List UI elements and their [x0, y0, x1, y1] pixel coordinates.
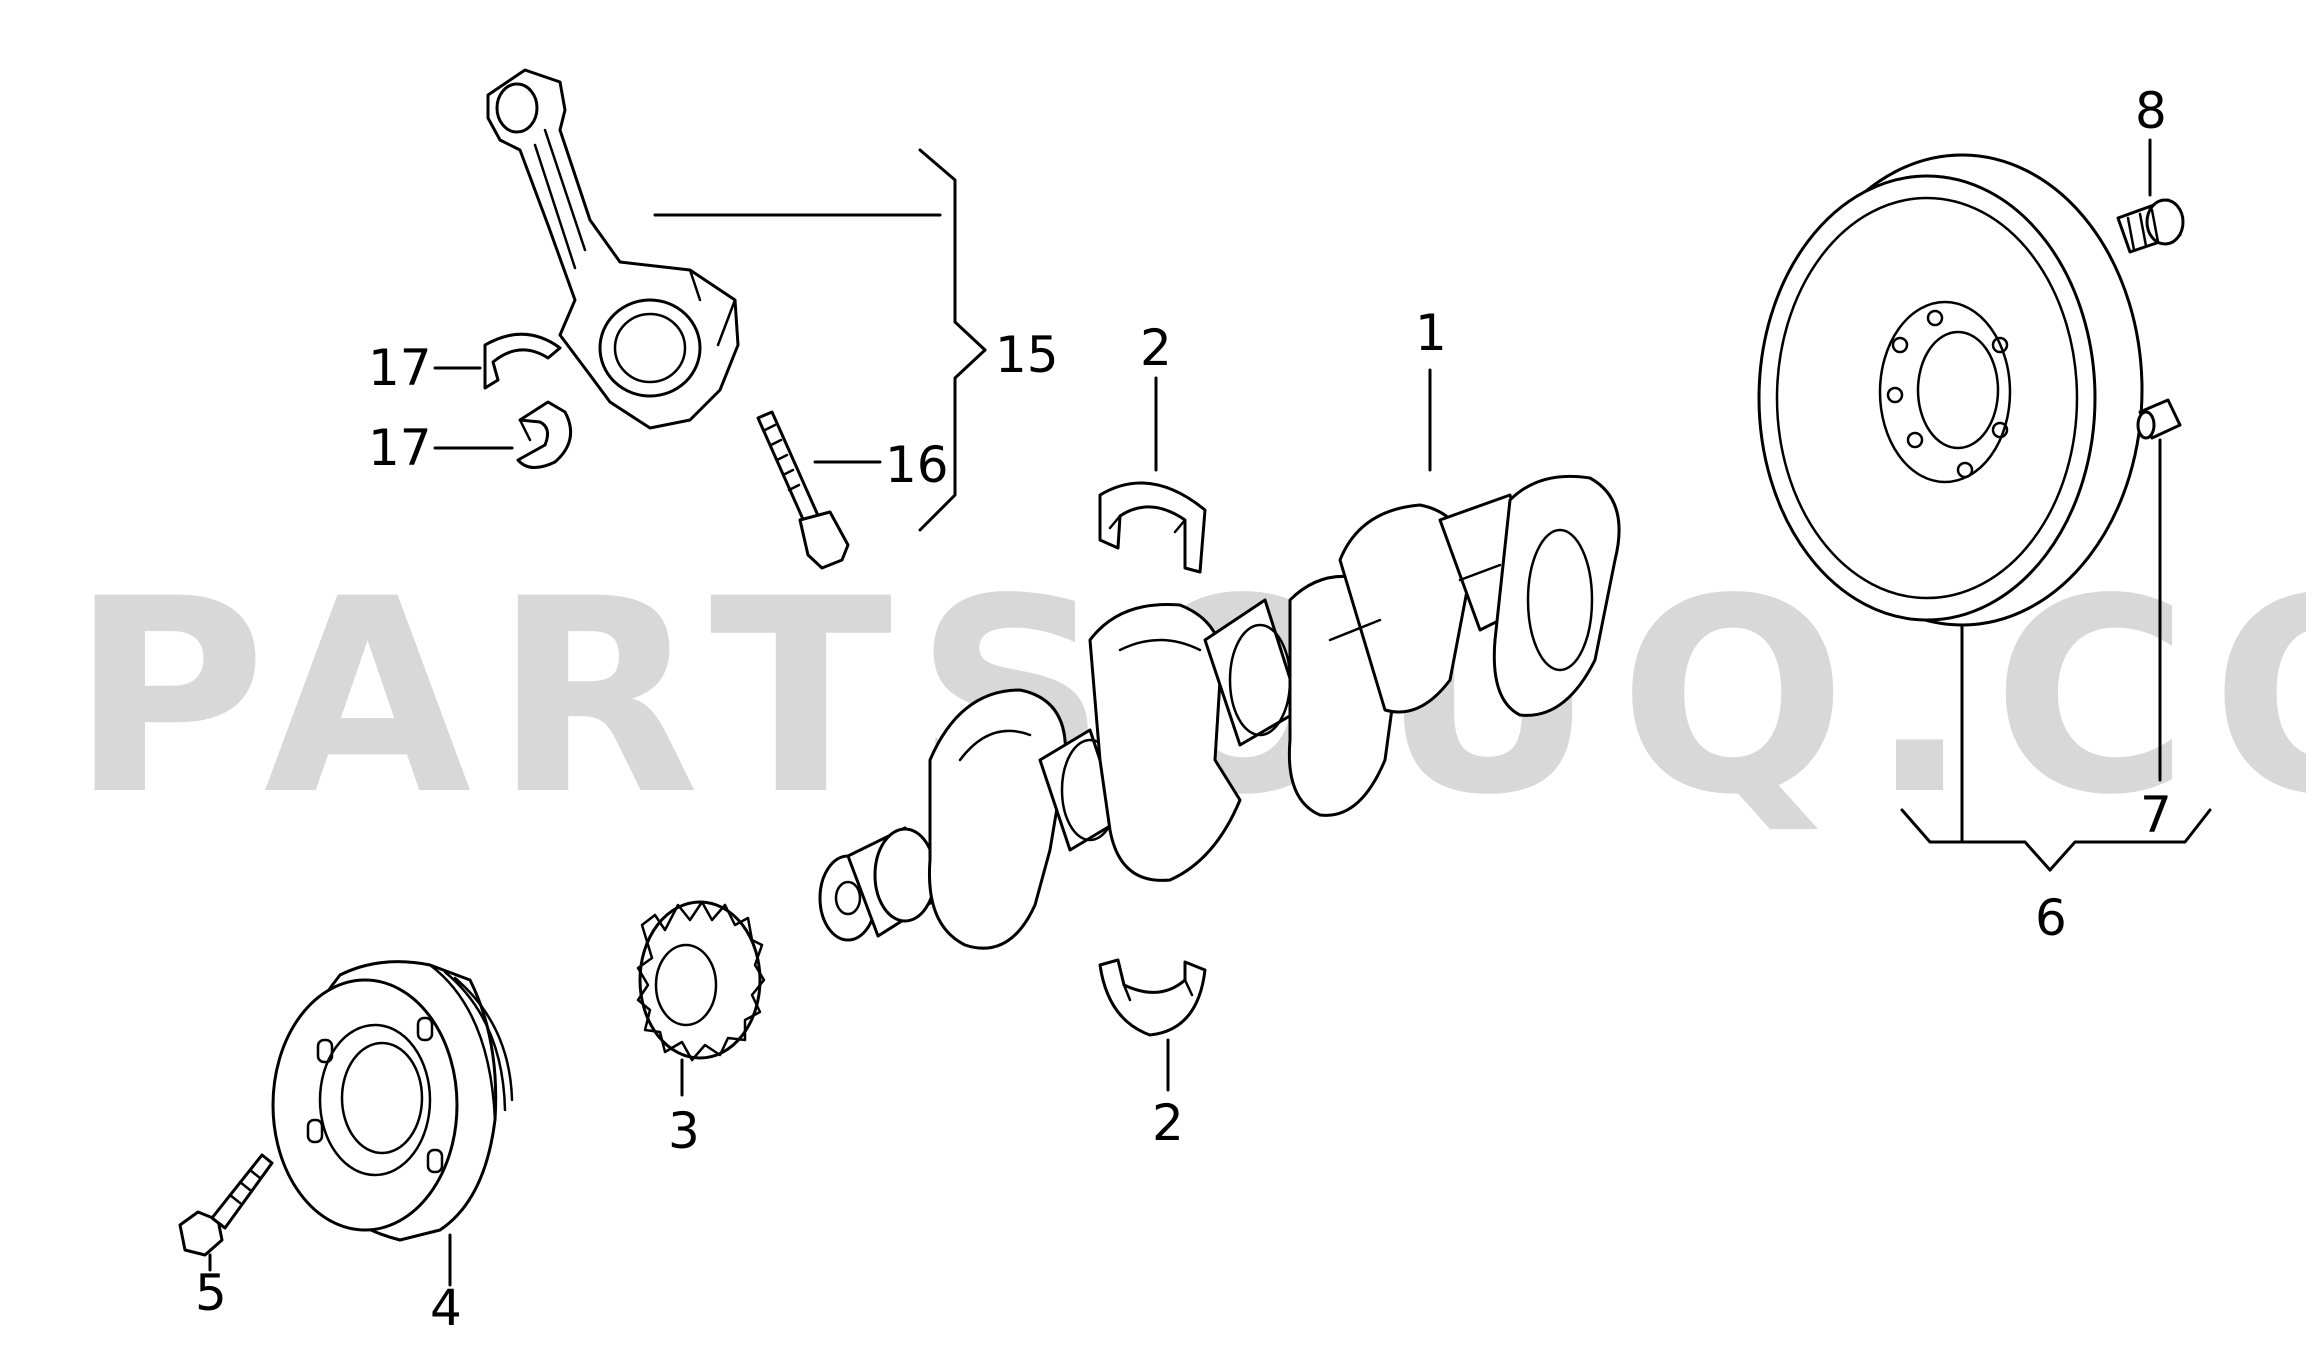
- callout-15: 15: [995, 326, 1059, 384]
- crankshaft-pulley[interactable]: [271, 960, 514, 1242]
- rod-bearing-shell-lower[interactable]: [516, 400, 573, 469]
- main-bearing-shell-upper[interactable]: [1098, 481, 1207, 574]
- crankshaft-timing-gear[interactable]: [636, 900, 766, 1062]
- callout-4: 4: [430, 1279, 462, 1337]
- crankshaft[interactable]: [818, 474, 1621, 950]
- callout-8: 8: [2135, 82, 2167, 140]
- callout-17-bottom: 17: [368, 419, 432, 477]
- callout-17-top: 17: [368, 339, 432, 397]
- dowel-pin[interactable]: [2136, 398, 2182, 440]
- rod-bearing-shell-upper[interactable]: [483, 332, 562, 390]
- main-bearing-shell-lower[interactable]: [1098, 958, 1207, 1037]
- callout-3: 3: [668, 1102, 700, 1160]
- connecting-rod[interactable]: [486, 68, 740, 430]
- callout-5: 5: [195, 1264, 227, 1322]
- leader-lines: [208, 138, 2212, 1287]
- callout-6: 6: [2035, 889, 2067, 947]
- pulley-bolt[interactable]: [178, 1153, 274, 1257]
- callout-16: 16: [885, 436, 949, 494]
- callout-2-bottom: 2: [1152, 1094, 1184, 1152]
- flywheel[interactable]: [1757, 153, 2144, 627]
- connecting-rod-bolt[interactable]: [756, 410, 850, 570]
- callout-7: 7: [2140, 786, 2172, 844]
- flywheel-bolt[interactable]: [2116, 198, 2185, 254]
- callout-2-top: 2: [1140, 319, 1172, 377]
- callout-1: 1: [1415, 304, 1447, 362]
